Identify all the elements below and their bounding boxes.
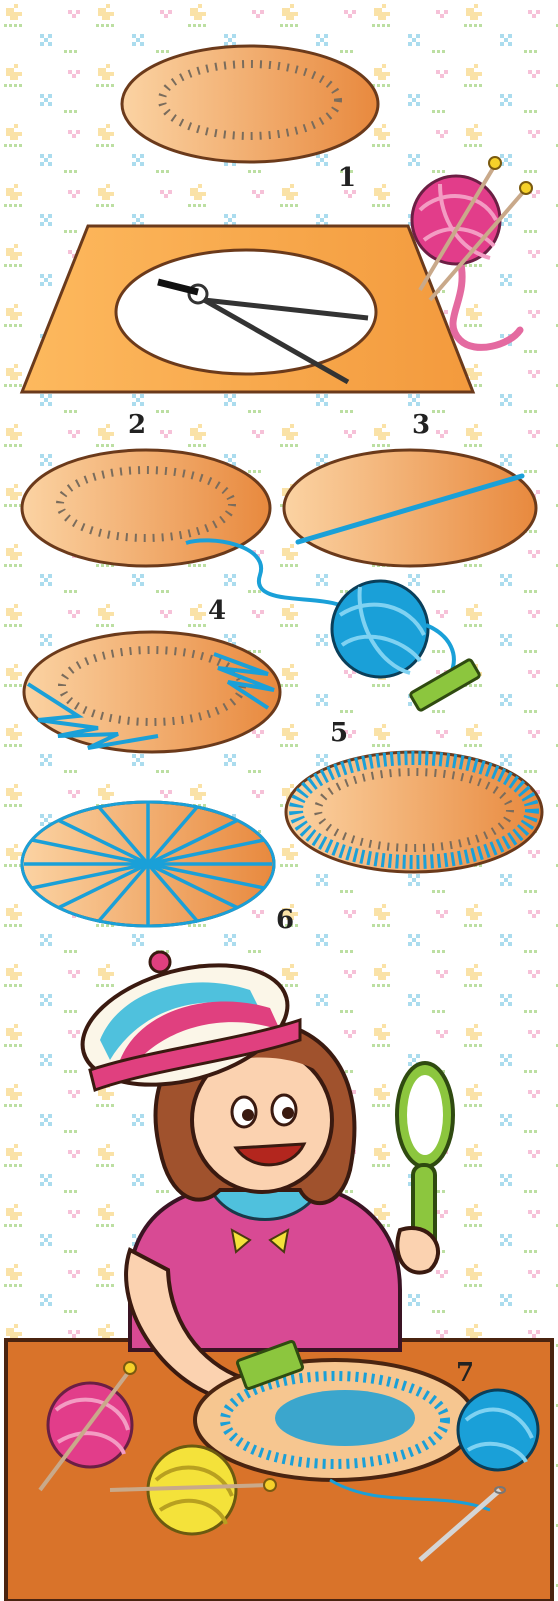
- step-number: 1: [338, 165, 356, 191]
- step-number: 5: [330, 720, 348, 746]
- step-number: 7: [456, 1360, 474, 1386]
- blue-yarn-ball-icon: [458, 1390, 538, 1470]
- step-number: 2: [128, 412, 146, 438]
- step-number: 4: [208, 598, 226, 624]
- step-7-girl-scene: [0, 950, 558, 1601]
- step-5-full-wrap: [280, 744, 548, 884]
- step-6-radial-wrap: [18, 794, 280, 934]
- step-number: 6: [276, 907, 294, 933]
- step-1-pin-board: [118, 40, 383, 180]
- step-number: 3: [412, 412, 430, 438]
- pink-yarn-ball-icon: [400, 150, 540, 360]
- step-4-partial-wrap: [18, 624, 288, 764]
- comb-icon: [410, 659, 481, 711]
